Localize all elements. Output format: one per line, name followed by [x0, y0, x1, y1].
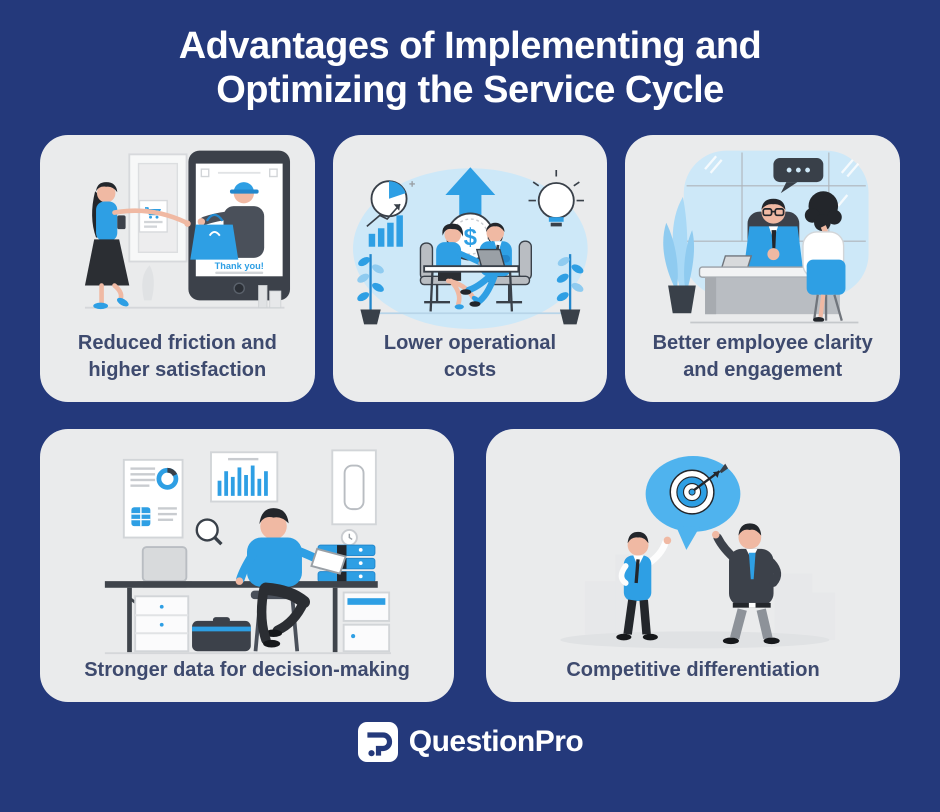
questionpro-logo-icon — [357, 721, 398, 762]
card-reduced-friction-art: Thank you! — [48, 145, 307, 330]
laptop-icon — [475, 248, 506, 267]
ground-shadow — [560, 631, 830, 649]
businessman-right — [711, 523, 782, 645]
customer-woman — [84, 181, 191, 309]
tablet-icon — [310, 547, 347, 575]
card-reduced-friction: Thank you! — [40, 134, 315, 402]
manager-meeting-employee-illustration — [663, 150, 869, 324]
brand-name: QuestionPro — [408, 724, 584, 758]
background-props — [142, 265, 282, 309]
card-caption: Reduced friction and higher satisfaction — [77, 331, 277, 381]
svg-text:Thank you!: Thank you! — [215, 261, 264, 271]
card-caption: Competitive differentiation — [566, 658, 820, 681]
businessman-left — [616, 531, 672, 641]
customer-receiving-delivery-through-tablet-illustration: Thank you! — [84, 150, 291, 309]
wall-frame — [128, 153, 188, 263]
screen-message: Thank you! — [215, 261, 264, 274]
shopping-bag — [190, 213, 239, 260]
wall-bar-chart-frame — [210, 451, 279, 503]
card-employee-clarity-art — [633, 145, 892, 330]
card-competitive-differentiation: Competitive differentiation — [486, 428, 900, 702]
colleagues-finance-meeting-illustration: $ — [352, 167, 588, 329]
plant — [663, 196, 697, 314]
glass-glare-marks — [704, 155, 860, 207]
city-silhouette — [584, 554, 836, 640]
donut-chart-icon — [156, 467, 179, 490]
card-stronger-data-art — [48, 439, 446, 657]
analyst-figure — [235, 508, 347, 652]
card-lower-costs: $ — [332, 134, 608, 402]
employee-figure — [802, 191, 846, 323]
analyst-at-desk-illustration — [104, 449, 392, 655]
wall-report-document — [122, 458, 184, 539]
infographic-page: Advantages of Implementing and Optimizin… — [0, 24, 940, 812]
speech-bubble-icon — [773, 157, 824, 194]
bar-chart-icon — [217, 465, 268, 496]
footer-brand: QuestionPro — [0, 721, 940, 763]
card-competitive-differentiation-art — [494, 439, 892, 657]
plant-left — [356, 254, 384, 325]
card-lower-costs-art: $ — [341, 145, 600, 330]
card-caption: Better employee clarity and engagement — [652, 331, 873, 381]
bottom-card-row: Stronger data for decision-making — [40, 428, 900, 702]
search-icon — [195, 518, 223, 546]
card-stronger-data: Stronger data for decision-making — [40, 428, 454, 702]
plant-right — [556, 254, 584, 325]
growth-arrow-icon — [445, 167, 495, 218]
card-caption: Stronger data for decision-making — [84, 658, 410, 681]
svg-text:$: $ — [463, 224, 477, 251]
laptop-icon — [721, 255, 753, 269]
card-employee-clarity: Better employee clarity and engagement — [625, 134, 900, 402]
manager-figure — [744, 198, 804, 269]
copier-unit-right — [342, 591, 391, 653]
wall-clock-icon — [340, 528, 358, 546]
drawer-unit-left — [134, 595, 190, 653]
card-caption: Lower operational costs — [383, 331, 557, 381]
storage-box — [192, 617, 251, 652]
wall-phone-frame — [331, 449, 377, 526]
page-title: Advantages of Implementing and Optimizin… — [178, 25, 762, 112]
desk — [422, 248, 519, 312]
top-card-row: Thank you! — [40, 134, 900, 402]
lightbulb-icon — [528, 169, 584, 227]
target-icon — [669, 463, 729, 515]
target-speech-bubble — [645, 455, 741, 550]
businessmen-target-discussion-illustration — [560, 455, 836, 649]
bar-chart-icon — [365, 203, 403, 247]
